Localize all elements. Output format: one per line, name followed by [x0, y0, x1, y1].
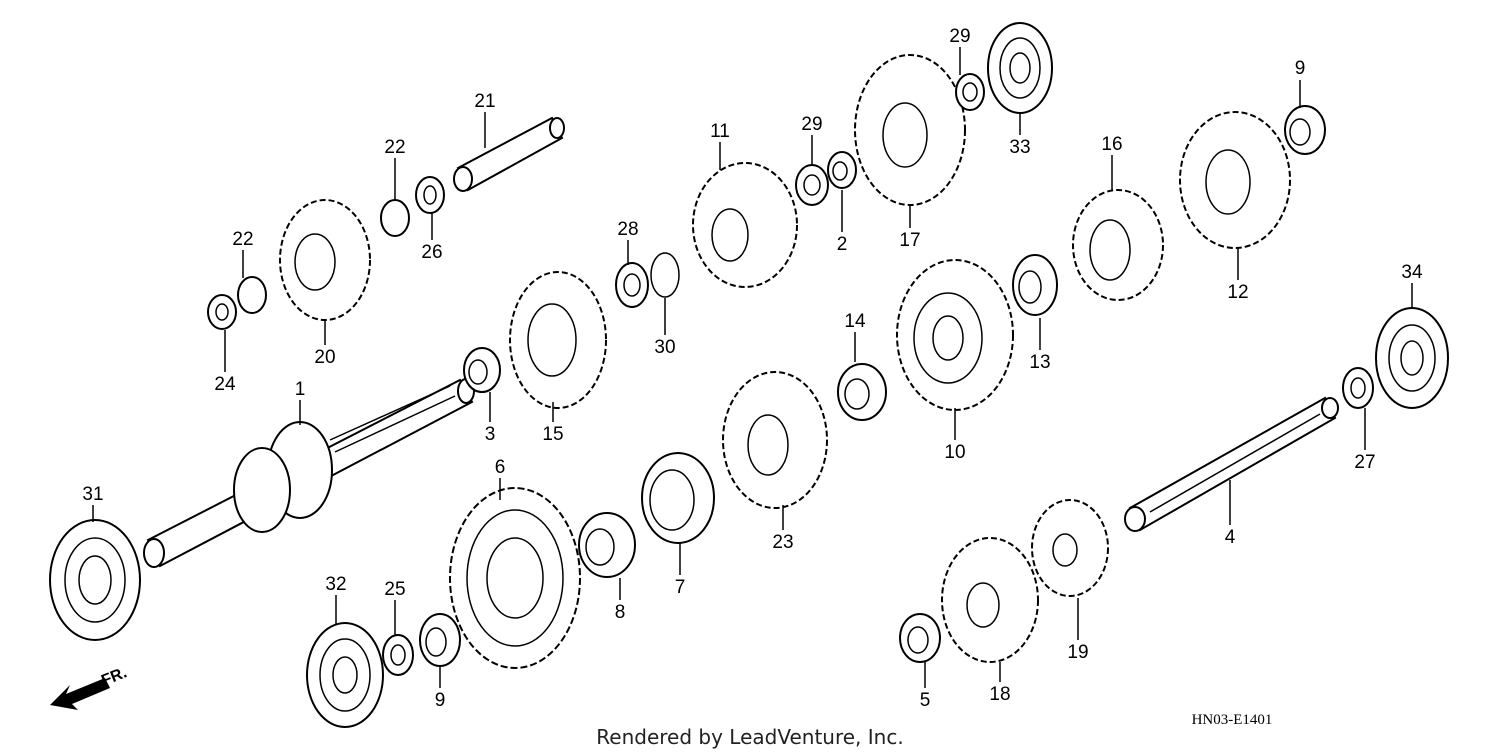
collar-22b[interactable]: [380, 199, 410, 237]
sub-shaft[interactable]: [453, 116, 565, 192]
needle-bearing-9a[interactable]: [419, 613, 461, 667]
callout-33[interactable]: 33: [1009, 137, 1030, 158]
callout-8[interactable]: 8: [615, 602, 626, 623]
callouts: 1 2 3 4 5 6 7 8 9 9 10 11 12 13 14 15 16…: [82, 26, 1423, 711]
gear-15[interactable]: [509, 271, 607, 409]
bushing-3[interactable]: [463, 347, 501, 393]
gear-18[interactable]: [941, 537, 1039, 663]
needle-bearing-13[interactable]: [1012, 254, 1058, 316]
callout-28[interactable]: 28: [617, 219, 638, 240]
callout-1[interactable]: 1: [295, 379, 306, 400]
washer-25[interactable]: [382, 634, 414, 676]
callout-20[interactable]: 20: [314, 347, 335, 368]
needle-bearing-9b[interactable]: [1284, 105, 1326, 155]
callout-25[interactable]: 25: [384, 579, 405, 600]
gear-6[interactable]: [449, 487, 581, 669]
callout-29-lower[interactable]: 29: [801, 114, 822, 135]
gear-7[interactable]: [641, 452, 715, 544]
callout-27[interactable]: 27: [1354, 452, 1375, 473]
bearing-33[interactable]: [987, 22, 1053, 114]
washer-28[interactable]: [615, 262, 649, 308]
callout-34[interactable]: 34: [1401, 262, 1423, 283]
callout-19[interactable]: 19: [1067, 642, 1088, 663]
callout-22-upper[interactable]: 22: [384, 137, 405, 158]
footer-credit: Rendered by LeadVenture, Inc.: [596, 725, 903, 749]
washer-27[interactable]: [1342, 367, 1374, 409]
callout-16[interactable]: 16: [1101, 134, 1122, 155]
callout-4[interactable]: 4: [1225, 527, 1236, 548]
direction-label: FR.: [99, 664, 129, 689]
needle-bearing-14[interactable]: [837, 363, 887, 421]
callout-32[interactable]: 32: [325, 574, 346, 595]
main-shaft-gear[interactable]: [233, 421, 333, 533]
callout-26[interactable]: 26: [421, 242, 442, 263]
washer-29a[interactable]: [795, 164, 829, 206]
callout-31[interactable]: 31: [82, 484, 103, 505]
callout-21[interactable]: 21: [474, 91, 495, 112]
callout-15[interactable]: 15: [542, 424, 563, 445]
callout-6[interactable]: 6: [495, 457, 506, 478]
bearing-34[interactable]: [1375, 307, 1449, 409]
gear-11[interactable]: [692, 162, 798, 288]
callout-30[interactable]: 30: [654, 337, 675, 358]
bushing-5[interactable]: [899, 613, 941, 663]
bearing-32[interactable]: [306, 622, 384, 728]
gear-12[interactable]: [1179, 111, 1291, 249]
callout-29-upper[interactable]: 29: [949, 26, 970, 47]
callout-18[interactable]: 18: [989, 684, 1010, 705]
counter-shaft[interactable]: [1124, 396, 1339, 532]
callout-12[interactable]: 12: [1227, 282, 1248, 303]
callout-23[interactable]: 23: [772, 532, 793, 553]
callout-17[interactable]: 17: [899, 230, 920, 251]
gear-23[interactable]: [722, 371, 828, 509]
callout-14[interactable]: 14: [844, 311, 866, 332]
callout-5[interactable]: 5: [920, 690, 931, 711]
gear-16[interactable]: [1072, 189, 1164, 301]
callout-9-lower[interactable]: 9: [435, 690, 446, 711]
washer-24[interactable]: [207, 294, 237, 330]
washer-29b[interactable]: [955, 73, 985, 111]
gear-17[interactable]: [854, 54, 966, 206]
callout-7[interactable]: 7: [675, 577, 686, 598]
collar-22a[interactable]: [237, 276, 267, 314]
bushing-2[interactable]: [827, 151, 857, 189]
gear-19[interactable]: [1031, 499, 1109, 597]
callout-9-upper[interactable]: 9: [1295, 58, 1306, 79]
callout-22-lower[interactable]: 22: [232, 229, 253, 250]
callout-10[interactable]: 10: [944, 442, 965, 463]
callout-2[interactable]: 2: [837, 234, 848, 255]
front-direction-arrow-icon: FR.: [50, 664, 129, 710]
callout-11[interactable]: 11: [710, 121, 730, 142]
snap-ring-30[interactable]: [650, 252, 680, 298]
gear-10[interactable]: [896, 259, 1014, 411]
diagram-code: HN03-E1401: [1192, 712, 1273, 728]
gear-20[interactable]: [279, 199, 371, 321]
callout-3[interactable]: 3: [485, 424, 496, 445]
callout-24[interactable]: 24: [214, 374, 236, 395]
bearing-31[interactable]: [49, 519, 141, 641]
leader-lines: [92, 47, 1413, 688]
needle-bearing-8[interactable]: [578, 512, 636, 578]
washer-26[interactable]: [415, 176, 445, 214]
callout-13[interactable]: 13: [1029, 352, 1050, 373]
